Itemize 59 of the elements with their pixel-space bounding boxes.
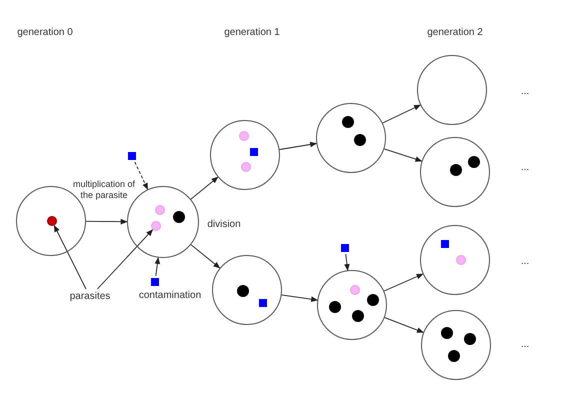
caption-text: division bbox=[207, 219, 241, 231]
caption-text: multiplication of the parasite bbox=[72, 179, 136, 201]
parasite-dot bbox=[342, 116, 354, 128]
ellipsis-text: ... bbox=[520, 86, 530, 98]
cell-circle bbox=[316, 103, 386, 173]
cell-circle bbox=[317, 270, 387, 340]
arrow bbox=[279, 142, 318, 150]
generation-heading: generation 1 bbox=[224, 27, 280, 39]
cell-circle bbox=[212, 255, 282, 325]
arrow bbox=[384, 317, 424, 333]
generation-heading: generation 2 bbox=[427, 27, 483, 39]
square-marker bbox=[151, 278, 159, 286]
parasite-dot bbox=[367, 294, 379, 306]
parasite-dot bbox=[173, 211, 185, 223]
generation-heading: generation 0 bbox=[17, 27, 73, 39]
square-marker bbox=[341, 244, 349, 252]
parasite-dot bbox=[464, 333, 476, 345]
cell-circle bbox=[420, 225, 490, 295]
square-marker bbox=[259, 299, 267, 307]
parasite-dot bbox=[350, 285, 360, 295]
arrow bbox=[384, 274, 424, 292]
parasite-dot bbox=[47, 216, 57, 226]
arrow bbox=[190, 244, 220, 268]
parasite-dot bbox=[352, 310, 364, 322]
parasite-dot bbox=[151, 221, 161, 231]
leader-arrow bbox=[54, 224, 86, 290]
parasite-dot bbox=[441, 327, 453, 339]
arrow bbox=[86, 218, 128, 224]
cell-circle bbox=[417, 55, 487, 125]
parasite-dot bbox=[450, 164, 462, 176]
parasite-dot bbox=[456, 255, 466, 265]
cell-circle bbox=[420, 137, 490, 207]
parasite-dot bbox=[354, 134, 366, 146]
parasite-dot bbox=[241, 162, 251, 172]
cell-circle bbox=[421, 310, 491, 380]
cell-circle bbox=[127, 186, 199, 258]
parasite-dot bbox=[448, 350, 460, 362]
ellipsis-text: ... bbox=[520, 256, 530, 268]
cell-circle bbox=[210, 120, 280, 190]
square-marker bbox=[441, 240, 449, 248]
ellipsis-text: ... bbox=[520, 339, 530, 351]
caption-text: contamination bbox=[138, 290, 202, 302]
parasite-dot bbox=[155, 205, 165, 215]
parasite-dot bbox=[329, 301, 341, 313]
leader-arrow bbox=[96, 229, 154, 290]
arrow bbox=[382, 104, 422, 124]
label-text: parasites bbox=[70, 291, 110, 303]
square-marker bbox=[250, 148, 258, 156]
square-marker bbox=[128, 152, 136, 160]
ellipsis-text: ... bbox=[520, 162, 530, 174]
parasite-dot bbox=[468, 156, 480, 168]
arrow bbox=[281, 294, 318, 302]
parasite-dot bbox=[237, 285, 249, 297]
arrow bbox=[344, 254, 350, 271]
arrow bbox=[154, 257, 160, 276]
arrow bbox=[384, 148, 422, 162]
arrow bbox=[190, 176, 218, 200]
arrow bbox=[134, 162, 148, 190]
parasite-dot bbox=[239, 131, 249, 141]
